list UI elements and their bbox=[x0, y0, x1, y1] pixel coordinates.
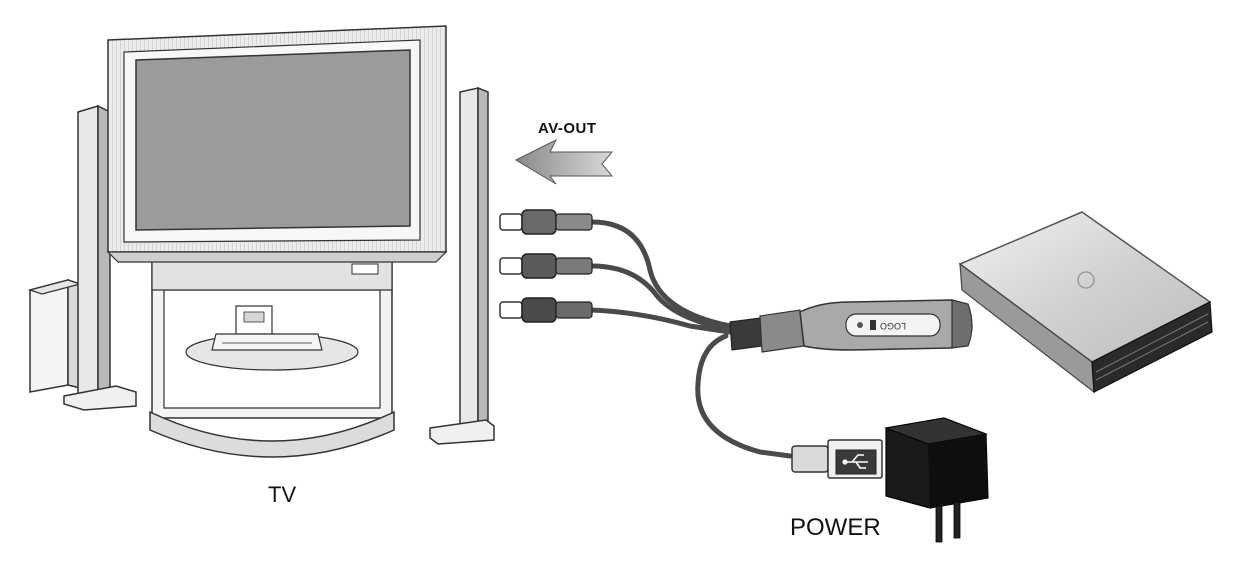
tv bbox=[106, 25, 448, 263]
usb-plug bbox=[791, 439, 883, 479]
av-out-label: AV-OUT bbox=[538, 120, 597, 137]
left-tower-speaker bbox=[63, 104, 137, 411]
dongle-logo: LOGO bbox=[880, 321, 906, 331]
left-arrow-icon bbox=[514, 138, 614, 185]
subwoofer bbox=[27, 278, 83, 393]
usb-icon bbox=[842, 454, 868, 469]
rca-plug-bottom bbox=[499, 297, 593, 323]
right-tower-speaker bbox=[429, 86, 495, 445]
rca-plug-middle bbox=[499, 253, 593, 279]
rca-plug-top bbox=[499, 209, 593, 235]
power-label: POWER bbox=[790, 514, 881, 541]
drive-logo-icon bbox=[1077, 271, 1095, 289]
av-cables bbox=[589, 219, 793, 459]
media-dongle: LOGO bbox=[729, 299, 973, 353]
tv-label: TV bbox=[268, 482, 297, 507]
tv-screen bbox=[135, 49, 411, 231]
power-adapter bbox=[884, 417, 989, 543]
portable-hard-drive bbox=[958, 211, 1213, 394]
tv-stand bbox=[149, 255, 395, 458]
